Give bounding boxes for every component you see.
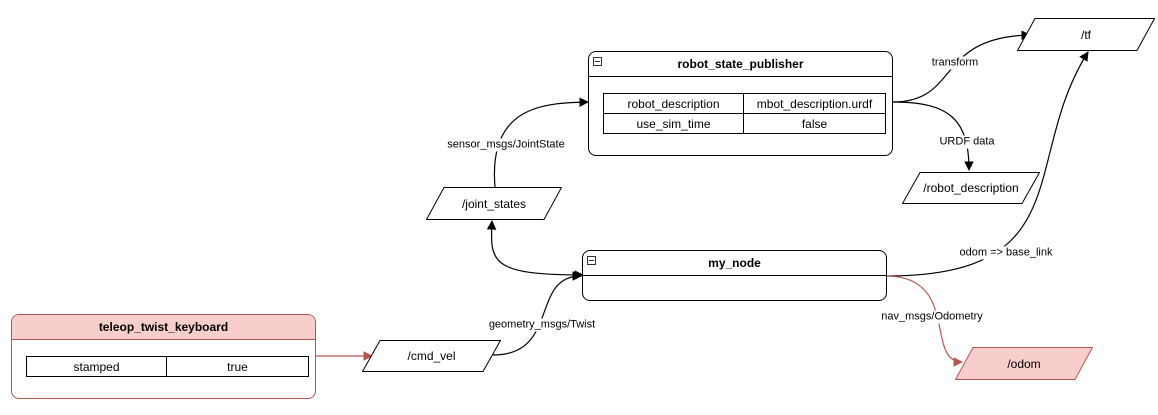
param-key: stamped <box>26 356 167 377</box>
topic-label: /robot_description <box>923 181 1019 195</box>
param-value: false <box>743 113 886 134</box>
topic-label: /joint_states <box>461 196 527 211</box>
topic-cmd-vel[interactable]: /cmd_vel <box>362 340 501 372</box>
edge-label-urdf-data: URDF data <box>938 135 996 149</box>
param-table: robot_description mbot_description.urdf … <box>603 93 886 134</box>
collapse-icon[interactable] <box>587 256 596 265</box>
table-row: use_sim_time false <box>603 113 886 134</box>
edge-label-transform: transform <box>930 56 980 70</box>
edge-joint-state <box>493 97 589 188</box>
node-my-node[interactable]: my_node <box>582 250 887 301</box>
topic-label: /cmd_vel <box>407 349 456 363</box>
node-title: my_node <box>583 251 886 276</box>
node-teleop-twist-keyboard[interactable]: teleop_twist_keyboard stamped true <box>11 314 316 399</box>
param-value: mbot_description.urdf <box>743 93 886 114</box>
topic-tf[interactable]: /tf <box>1017 18 1155 51</box>
edge-label-joint-state: sensor_msgs/JointState <box>446 138 566 152</box>
topic-shape <box>902 172 1040 204</box>
edge-my-node-joint-states <box>486 220 584 280</box>
param-table: stamped true <box>26 356 309 377</box>
edge-twist <box>492 271 582 356</box>
edge-label-odom-base-link: odom => base_link <box>958 246 1054 260</box>
topic-shape <box>1017 18 1155 51</box>
node-title: robot_state_publisher <box>589 52 892 77</box>
param-key: robot_description <box>603 93 744 114</box>
node-title: teleop_twist_keyboard <box>12 315 315 340</box>
topic-joint-states[interactable]: /joint_states <box>426 187 562 220</box>
topic-label: /tf <box>1080 27 1091 42</box>
topic-shape <box>426 187 562 220</box>
edge-label-odometry: nav_msgs/Odometry <box>880 310 984 324</box>
node-robot-state-publisher[interactable]: robot_state_publisher robot_description … <box>588 51 893 156</box>
table-row: robot_description mbot_description.urdf <box>603 93 886 114</box>
edge-label-twist: geometry_msgs/Twist <box>487 318 597 332</box>
collapse-icon[interactable] <box>593 57 602 66</box>
table-row: stamped true <box>26 356 309 377</box>
param-value: true <box>166 356 309 377</box>
topic-label: /odom <box>1007 356 1041 371</box>
param-key: use_sim_time <box>603 113 744 134</box>
edge-urdf-data <box>892 101 974 171</box>
edge-odom-base-link <box>885 51 1089 277</box>
topic-shape <box>362 340 501 372</box>
topic-shape <box>955 347 1093 380</box>
topic-odom[interactable]: /odom <box>955 347 1093 380</box>
topic-robot-description[interactable]: /robot_description <box>902 172 1040 204</box>
